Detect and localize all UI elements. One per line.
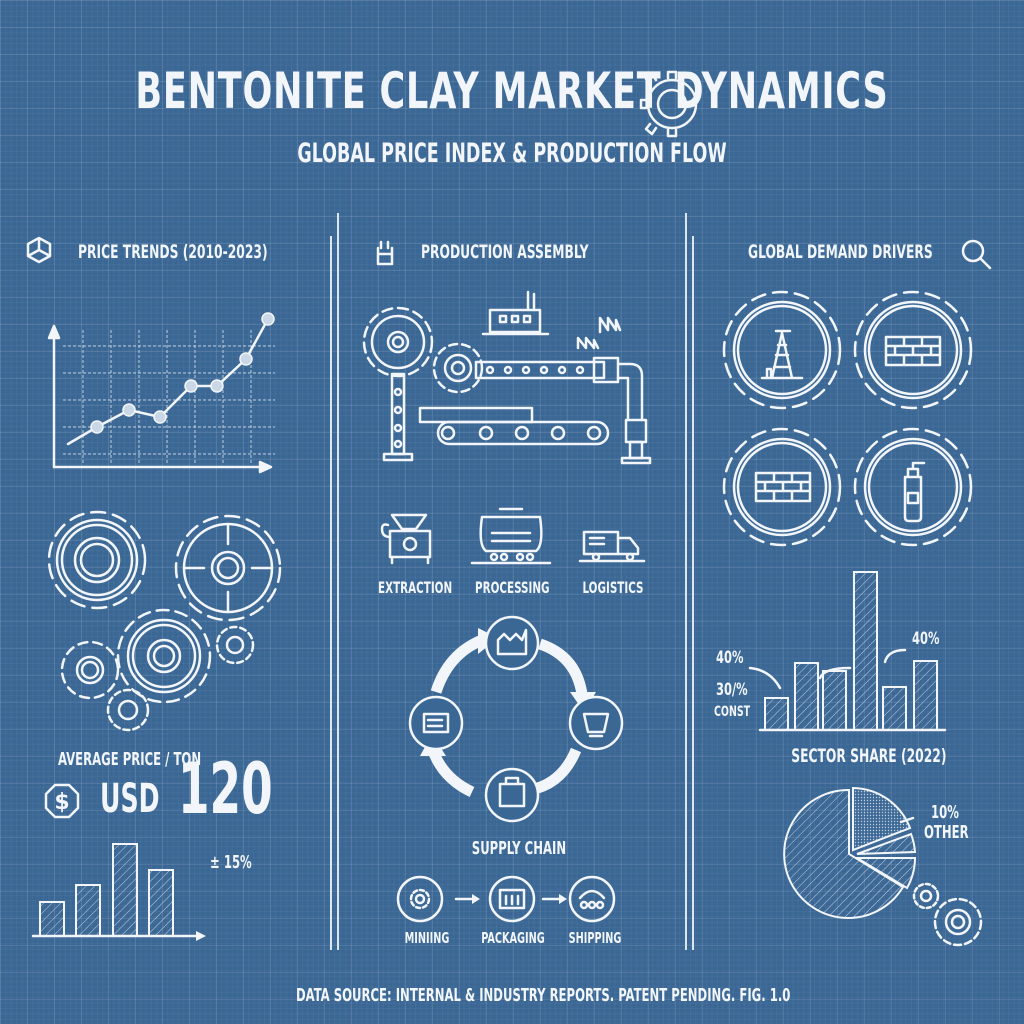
brick-wall-icon xyxy=(884,335,942,367)
truck-icon xyxy=(578,530,646,563)
column-divider-left xyxy=(330,236,332,950)
pie-label-percent: 10% xyxy=(931,802,959,823)
cosmetic-bottle-icon xyxy=(903,461,926,523)
factory-icon xyxy=(496,628,528,656)
page-title: BENTONITE CLAY MARKET DYNAMICS xyxy=(135,62,889,120)
process-flow-diagram xyxy=(396,875,616,923)
price-trends-heading: PRICE TRENDS (2010-2023) xyxy=(78,241,268,263)
demand-drivers-heading: GLOBAL DEMAND DRIVERS xyxy=(748,241,933,263)
svg-text:$: $ xyxy=(54,790,69,815)
bar-annotation-const: CONST xyxy=(714,704,751,720)
factory-icon xyxy=(376,240,394,266)
bar-annotation-40-left: 40% xyxy=(716,648,744,668)
sector-pie-chart xyxy=(783,786,917,919)
page-subtitle: GLOBAL PRICE INDEX & PRODUCTION FLOW xyxy=(297,138,727,169)
supply-chain-cycle xyxy=(408,615,624,823)
column-divider-right xyxy=(685,213,687,950)
bar-annotation-30: 30/% xyxy=(716,680,748,700)
bar-annotation-40-right: 40% xyxy=(912,629,940,649)
price-bar-chart xyxy=(31,843,206,941)
currency-label: USD xyxy=(100,776,160,822)
assembly-line-illustration xyxy=(362,290,652,465)
price-variance: ± 15% xyxy=(210,852,252,873)
crusher-icon xyxy=(380,513,432,565)
flow-shipping-label: SHIPPING xyxy=(568,929,622,947)
sector-share-caption: SECTOR SHARE (2022) xyxy=(791,745,947,767)
flow-mining-label: MINIING xyxy=(404,929,450,947)
stage-processing-label: PROCESSING xyxy=(475,578,550,597)
sector-share-bar-chart xyxy=(748,571,947,732)
oil-rig-icon xyxy=(760,329,804,380)
average-price-label: AVERAGE PRICE / TON xyxy=(58,749,202,770)
price-value: 120 xyxy=(178,748,273,830)
package-icon xyxy=(498,776,526,808)
flow-packaging-label: PACKAGING xyxy=(481,929,545,947)
footer-source: DATA SOURCE: INTERNAL & INDUSTRY REPORTS… xyxy=(296,985,791,1006)
supply-chain-label: SUPPLY CHAIN xyxy=(471,838,567,859)
gear-icon xyxy=(639,70,698,138)
demand-driver-gears xyxy=(722,290,973,547)
price-trend-line-chart xyxy=(47,312,275,474)
gears-cluster-illustration xyxy=(47,510,282,732)
brick-wall-icon xyxy=(754,471,812,503)
dollar-icon: $ xyxy=(44,783,80,819)
column-divider-left-inner xyxy=(337,213,339,950)
column-divider-right-inner xyxy=(692,236,694,950)
stage-logistics-label: LOGISTICS xyxy=(582,578,644,597)
production-assembly-heading: PRODUCTION ASSEMBLY xyxy=(421,241,589,263)
cart-icon xyxy=(582,712,610,738)
kiln-cart-icon xyxy=(470,507,552,565)
magnifier-icon xyxy=(961,239,992,270)
small-gears-icon xyxy=(912,882,983,947)
pie-label-other: OTHER xyxy=(924,822,969,843)
machine-icon xyxy=(422,712,450,734)
stage-extraction-label: EXTRACTION xyxy=(378,578,453,597)
cube-icon xyxy=(26,236,52,264)
